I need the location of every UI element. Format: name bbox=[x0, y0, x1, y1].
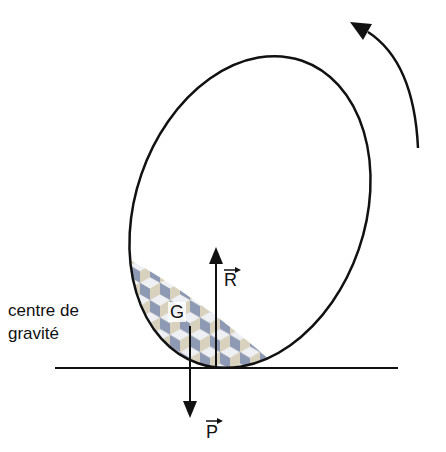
callout-label: centre de gravité bbox=[8, 300, 133, 346]
label-text: P bbox=[206, 422, 218, 442]
rotation-arrow bbox=[368, 32, 418, 148]
label-text: centre de gravité bbox=[8, 301, 79, 343]
egg-outline bbox=[89, 23, 411, 400]
ground-line bbox=[55, 367, 398, 369]
symbol-label: R bbox=[224, 271, 237, 291]
arrowhead bbox=[209, 247, 223, 264]
symbol-label: G bbox=[168, 303, 186, 323]
label-text: R bbox=[224, 270, 237, 290]
arrowhead bbox=[350, 22, 372, 40]
arrowhead bbox=[183, 401, 197, 418]
force-r-arrow bbox=[215, 262, 217, 368]
label-text: G bbox=[168, 302, 186, 322]
force-p-arrow bbox=[189, 326, 191, 404]
symbol-label: P bbox=[206, 423, 218, 443]
